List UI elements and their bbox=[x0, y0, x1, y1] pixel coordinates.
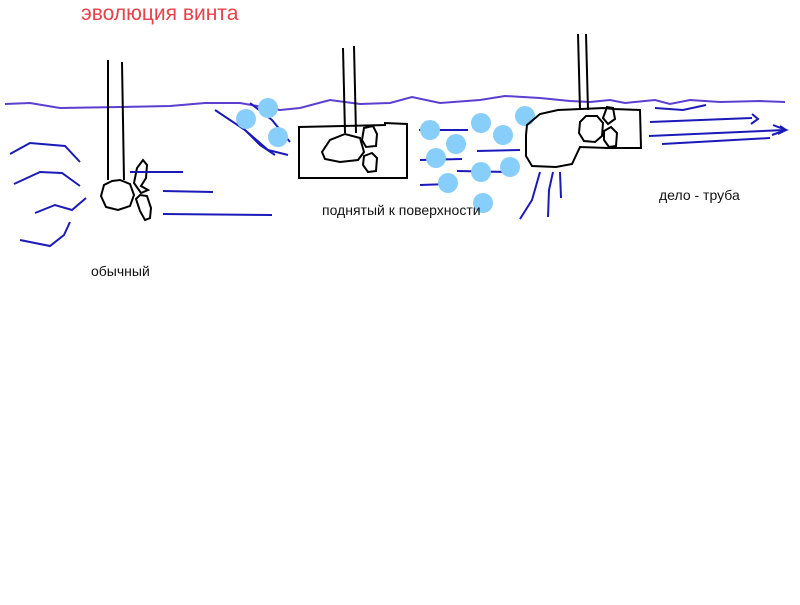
propeller-blade-upper bbox=[132, 158, 151, 195]
propeller-hub bbox=[99, 178, 136, 212]
water-flow-lines bbox=[9, 141, 273, 248]
propeller-hub bbox=[577, 115, 605, 144]
propeller-blade-upper bbox=[360, 124, 379, 149]
housing bbox=[298, 121, 408, 179]
propeller-blade-lower bbox=[361, 151, 379, 174]
tube-propeller bbox=[519, 33, 789, 220]
propeller-blade-upper bbox=[601, 105, 617, 126]
caption-tube: дело - труба bbox=[659, 187, 740, 203]
air-bubbles bbox=[236, 98, 535, 213]
caption-raised: поднятый к поверхности bbox=[322, 202, 481, 218]
propeller-hub bbox=[320, 132, 366, 164]
caption-ordinary: обычный bbox=[91, 263, 150, 279]
propeller-blade-lower bbox=[134, 193, 153, 222]
water-surface bbox=[4, 94, 786, 112]
propeller-blade-lower bbox=[603, 125, 619, 149]
diagram-title: эволюция винта bbox=[81, 2, 239, 25]
shaft bbox=[577, 33, 589, 111]
water-flow-lines bbox=[519, 104, 789, 220]
shaft bbox=[342, 45, 357, 134]
ordinary-propeller bbox=[9, 60, 273, 248]
shaft bbox=[107, 60, 125, 181]
raised-propeller bbox=[214, 45, 535, 213]
tube-housing bbox=[525, 106, 643, 169]
